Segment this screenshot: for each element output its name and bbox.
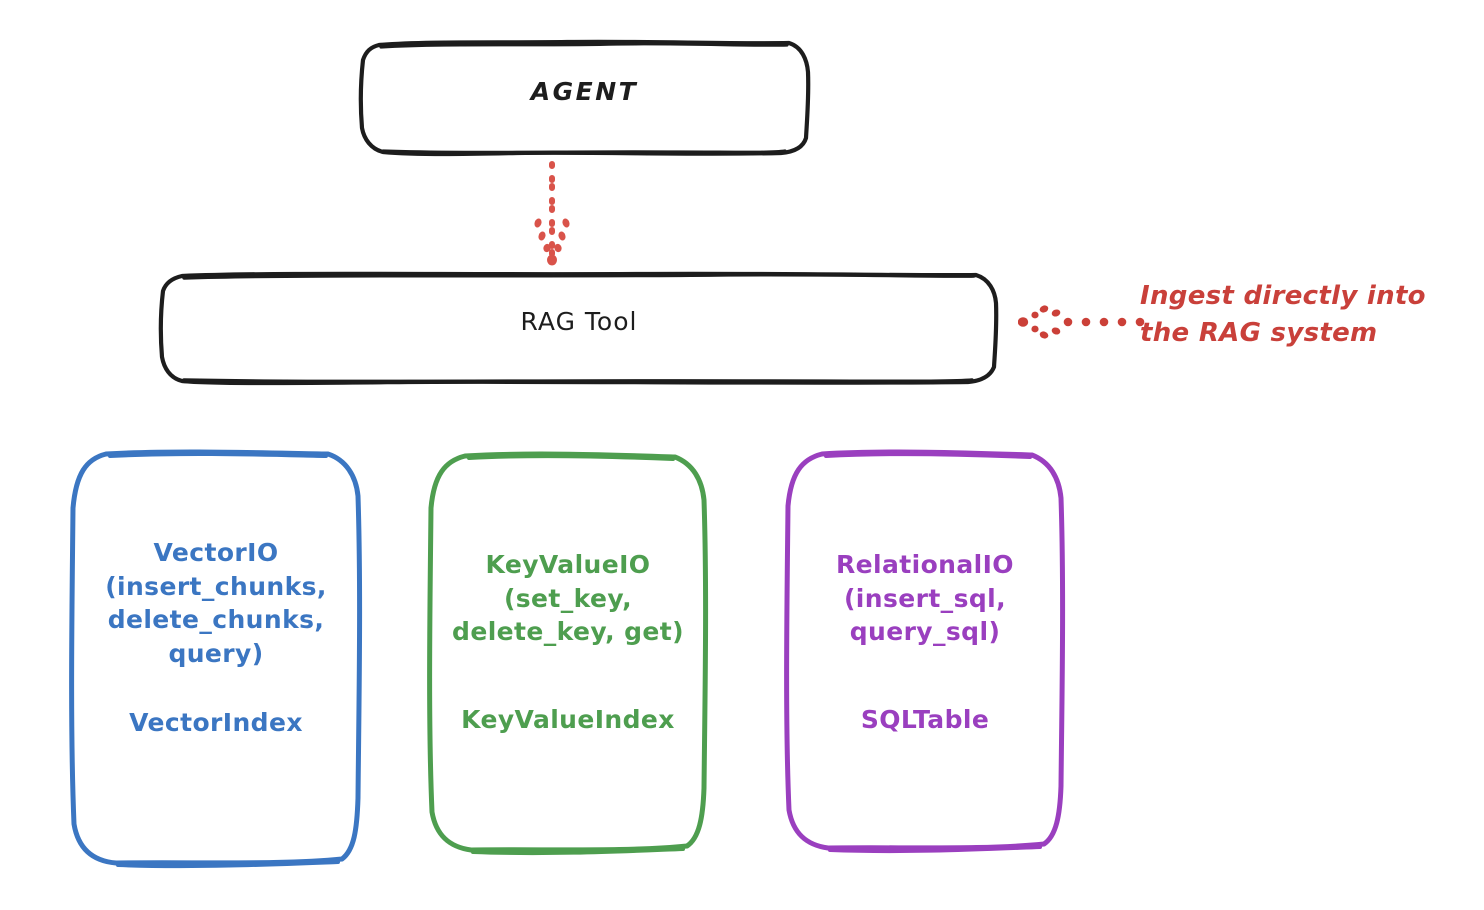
rag-tool-node[interactable]: RAG Tool [158, 270, 1000, 386]
relational-io-node[interactable]: RelationalIO (insert_sql, query_sql) SQL… [782, 448, 1068, 854]
agent-node[interactable]: AGENT [357, 38, 812, 157]
key-value-io-title: KeyValueIO (set_key, delete_key, get) [452, 550, 684, 646]
rag-tool-box-outline [158, 271, 999, 386]
relational-io-title: RelationalIO (insert_sql, query_sql) [836, 550, 1014, 646]
relational-io-subtitle: SQLTable [860, 705, 990, 734]
agent-to-rag-connector [534, 161, 570, 266]
rag-tool-label: RAG Tool [520, 307, 638, 336]
ingest-annotation-text: Ingest directly into the RAG system [1140, 281, 1426, 348]
arrow-head-left [1018, 305, 1061, 339]
vector-io-subtitle: VectorIndex [129, 708, 303, 737]
arrow-head-down [534, 218, 570, 266]
key-value-io-node[interactable]: KeyValueIO (set_key, delete_key, get) Ke… [425, 450, 711, 856]
vector-io-node[interactable]: VectorIO (insert_chunks, delete_chunks, … [66, 448, 366, 869]
key-value-io-box-outline [427, 451, 709, 856]
vector-io-title: VectorIO (insert_chunks, delete_chunks, … [105, 538, 327, 668]
agent-box-outline [358, 39, 811, 157]
relational-io-box-outline [784, 449, 1066, 854]
agent-label: AGENT [530, 77, 639, 106]
key-value-io-subtitle: KeyValueIndex [461, 705, 675, 734]
vector-io-box-outline [69, 449, 363, 869]
ingest-to-rag-connector [1018, 305, 1145, 339]
